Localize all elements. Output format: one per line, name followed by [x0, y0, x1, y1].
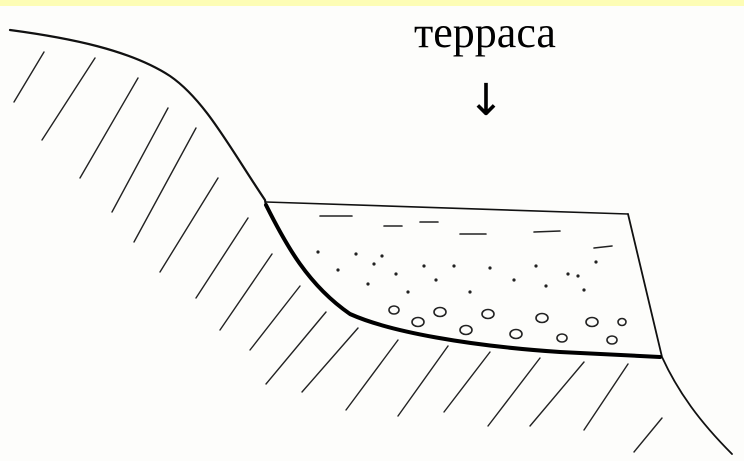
terrace-tread-line	[266, 202, 628, 214]
fine-sediment-dashes	[320, 216, 612, 248]
bedrock-hatching	[14, 52, 662, 452]
terrace-label: терраса	[370, 4, 600, 62]
ground-surface-line	[10, 30, 266, 206]
terrace-riser-line	[628, 214, 732, 454]
sand-dots	[316, 250, 597, 293]
pebbles	[389, 306, 626, 344]
down-arrow-icon: ↓	[466, 66, 506, 136]
